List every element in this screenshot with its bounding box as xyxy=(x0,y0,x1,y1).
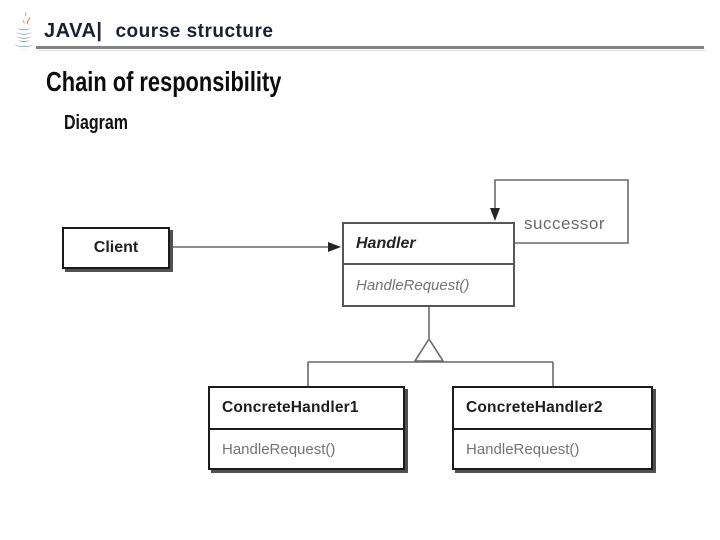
concrete-handler-1-name: ConcreteHandler1 xyxy=(210,388,403,430)
handler-method: HandleRequest() xyxy=(356,276,470,294)
header-brand-row: JAVA| course structure xyxy=(44,20,273,43)
client-class-name: Client xyxy=(93,239,139,256)
successor-arrowhead-icon xyxy=(490,208,500,221)
handler-class-name: Handler xyxy=(344,224,513,265)
successor-role-label: successor xyxy=(524,214,606,233)
page-title: Chain of responsibility xyxy=(46,66,282,97)
concrete-handler-1-method: HandleRequest() xyxy=(222,440,336,458)
slide-header: JAVA| course structure xyxy=(0,0,720,56)
uml-class-handler: Handler HandleRequest() xyxy=(342,222,515,307)
header-divider-highlight xyxy=(38,50,706,51)
generalization-triangle-icon xyxy=(413,337,445,362)
course-title: course structure xyxy=(115,21,274,42)
client-handler-arrowhead-icon xyxy=(328,242,341,252)
uml-class-client: Client xyxy=(62,227,170,269)
concrete-handler-2-method: HandleRequest() xyxy=(466,440,580,458)
header-divider xyxy=(36,46,704,49)
section-subtitle: Diagram xyxy=(64,112,129,134)
uml-class-concrete-handler-1: ConcreteHandler1 HandleRequest() xyxy=(208,386,405,470)
uml-class-concrete-handler-2: ConcreteHandler2 HandleRequest() xyxy=(452,386,653,470)
java-logo-icon xyxy=(13,12,35,50)
brand-text: JAVA| xyxy=(44,20,103,42)
concrete-handler-2-name: ConcreteHandler2 xyxy=(454,388,651,430)
